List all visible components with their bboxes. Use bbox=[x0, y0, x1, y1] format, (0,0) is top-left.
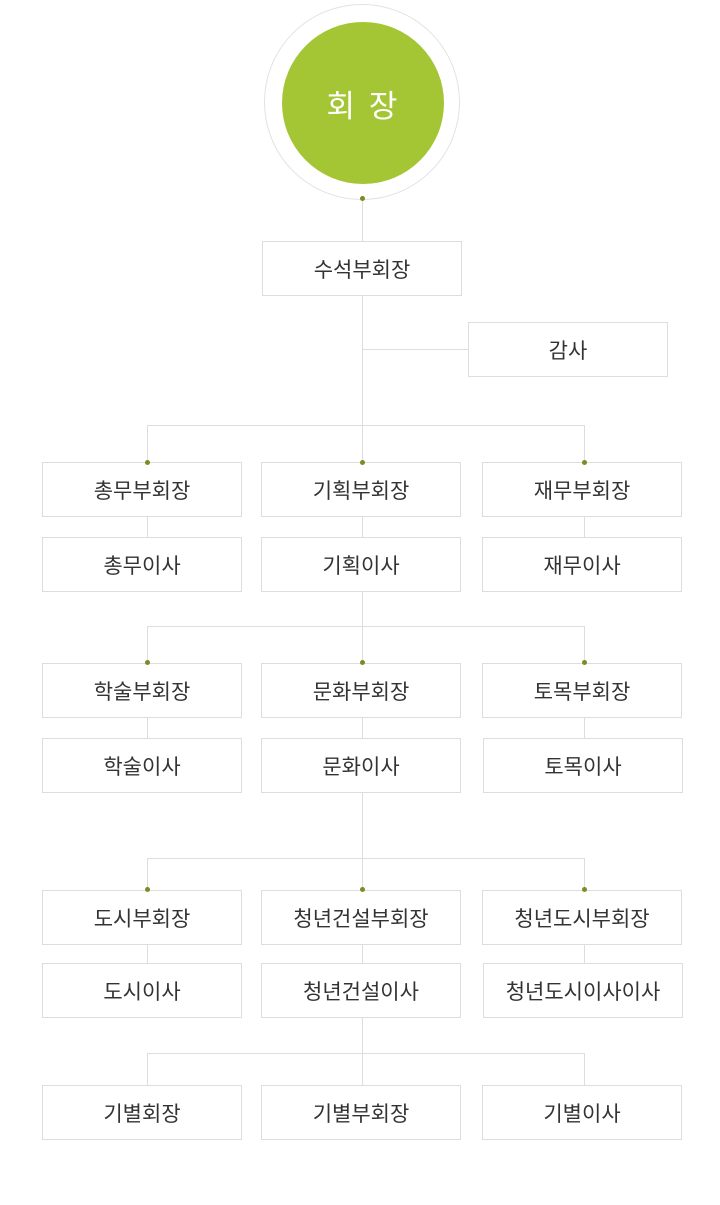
auditor-box: 감사 bbox=[468, 322, 668, 377]
vp-box: 학술부회장 bbox=[42, 663, 242, 718]
director-box: 토목이사 bbox=[483, 738, 683, 793]
class-box: 기별부회장 bbox=[261, 1085, 461, 1140]
vp-label: 학술부회장 bbox=[93, 679, 191, 704]
connector-dot bbox=[360, 196, 365, 201]
director-box: 문화이사 bbox=[261, 738, 461, 793]
vp-label: 토목부회장 bbox=[533, 679, 631, 704]
connector-dot bbox=[582, 660, 587, 665]
vp-label: 청년도시부회장 bbox=[514, 906, 650, 931]
director-label: 총무이사 bbox=[103, 553, 181, 578]
senior-vice-chairman-label: 수석부회장 bbox=[313, 257, 411, 282]
vp-box: 재무부회장 bbox=[482, 462, 682, 517]
director-box: 총무이사 bbox=[42, 537, 242, 592]
connector-dot bbox=[360, 660, 365, 665]
chairman-node: 회 장 bbox=[282, 22, 444, 184]
director-label: 청년건설이사 bbox=[303, 979, 419, 1004]
director-box: 도시이사 bbox=[42, 963, 242, 1018]
connector-dot bbox=[145, 887, 150, 892]
vp-box: 청년건설부회장 bbox=[261, 890, 461, 945]
vp-box: 청년도시부회장 bbox=[482, 890, 682, 945]
class-label: 기별이사 bbox=[543, 1101, 621, 1126]
vp-box: 도시부회장 bbox=[42, 890, 242, 945]
director-box: 재무이사 bbox=[482, 537, 682, 592]
class-box: 기별이사 bbox=[482, 1085, 682, 1140]
director-label: 학술이사 bbox=[103, 754, 181, 779]
vp-box: 기획부회장 bbox=[261, 462, 461, 517]
director-label: 재무이사 bbox=[543, 553, 621, 578]
connector-dot bbox=[582, 460, 587, 465]
vp-label: 도시부회장 bbox=[93, 906, 191, 931]
director-box: 청년도시이사이사 bbox=[483, 963, 683, 1018]
connector-dot bbox=[360, 887, 365, 892]
director-box: 기획이사 bbox=[261, 537, 461, 592]
director-box: 학술이사 bbox=[42, 738, 242, 793]
connector-dot bbox=[582, 887, 587, 892]
director-label: 문화이사 bbox=[322, 754, 400, 779]
vp-label: 기획부회장 bbox=[312, 478, 410, 503]
vp-label: 청년건설부회장 bbox=[293, 906, 429, 931]
auditor-label: 감사 bbox=[548, 338, 588, 363]
director-label: 토목이사 bbox=[544, 754, 622, 779]
director-box: 청년건설이사 bbox=[261, 963, 461, 1018]
connector-dot bbox=[145, 660, 150, 665]
director-label: 기획이사 bbox=[322, 553, 400, 578]
connector-dot bbox=[145, 460, 150, 465]
class-label: 기별부회장 bbox=[312, 1101, 410, 1126]
vp-box: 문화부회장 bbox=[261, 663, 461, 718]
director-label: 청년도시이사이사 bbox=[505, 979, 661, 1004]
vp-label: 재무부회장 bbox=[533, 478, 631, 503]
director-label: 도시이사 bbox=[103, 979, 181, 1004]
vp-label: 문화부회장 bbox=[312, 679, 410, 704]
chairman-label: 회 장 bbox=[326, 88, 400, 125]
class-label: 기별회장 bbox=[103, 1101, 181, 1126]
vp-label: 총무부회장 bbox=[93, 478, 191, 503]
vp-box: 총무부회장 bbox=[42, 462, 242, 517]
senior-vice-chairman-box: 수석부회장 bbox=[262, 241, 462, 296]
class-box: 기별회장 bbox=[42, 1085, 242, 1140]
vp-box: 토목부회장 bbox=[482, 663, 682, 718]
connector-dot bbox=[360, 460, 365, 465]
